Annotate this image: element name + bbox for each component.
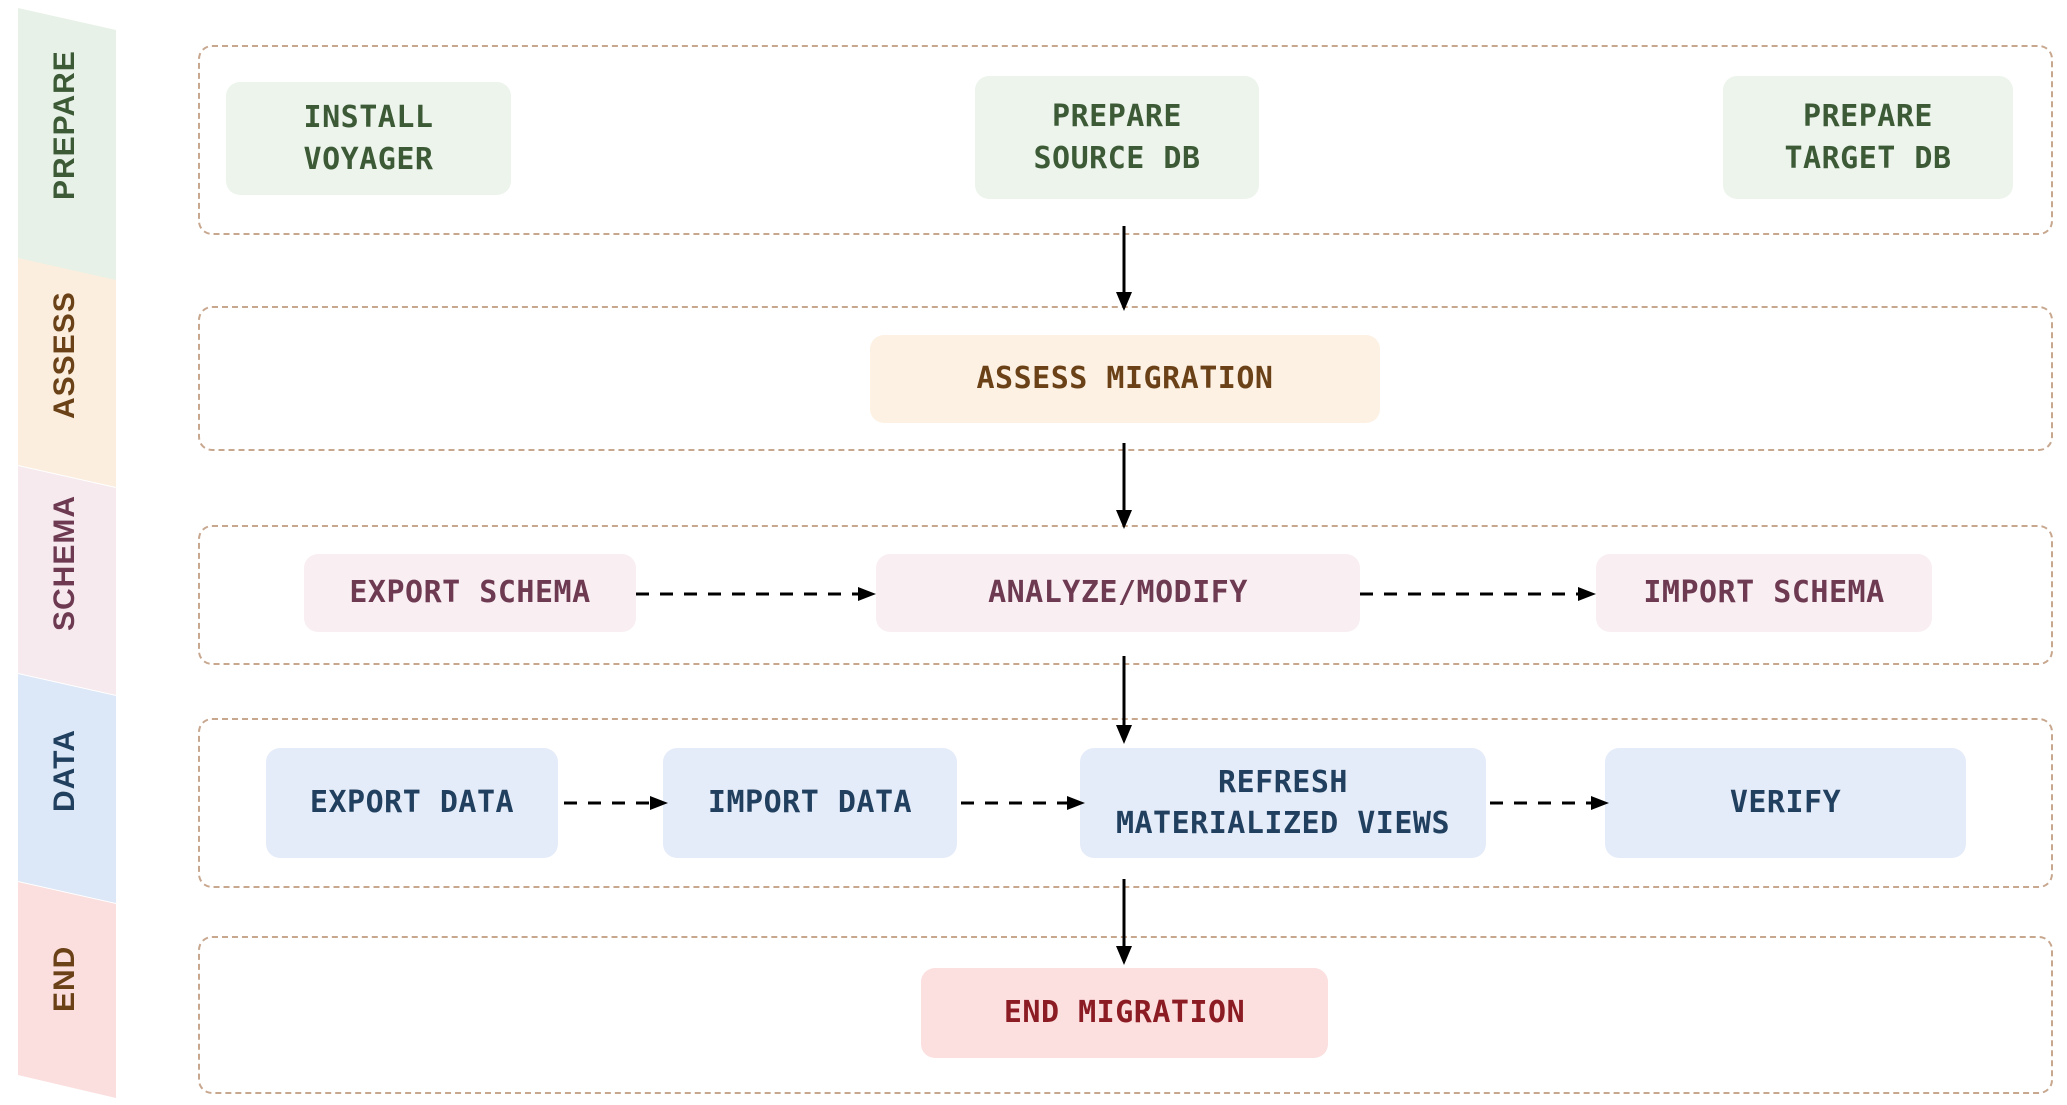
node-import-data[interactable]: IMPORT DATA — [663, 748, 957, 858]
node-export-schema[interactable]: EXPORT SCHEMA — [304, 554, 636, 632]
group-data — [198, 718, 2053, 888]
node-import-schema[interactable]: IMPORT SCHEMA — [1596, 554, 1932, 632]
edge-prepare-to-assess — [1106, 226, 1146, 314]
node-end-migration[interactable]: END MIGRATION — [921, 968, 1328, 1058]
node-install-voyager[interactable]: INSTALL VOYAGER — [226, 82, 511, 195]
node-export-data[interactable]: EXPORT DATA — [266, 748, 558, 858]
group-prepare — [198, 45, 2053, 235]
phase-band-prepare — [0, 0, 130, 282]
node-verify[interactable]: VERIFY — [1605, 748, 1966, 858]
node-prepare-source-db[interactable]: PREPARE SOURCE DB — [975, 76, 1259, 199]
node-assess-migration[interactable]: ASSESS MIGRATION — [870, 335, 1380, 423]
edge-assess-to-schema — [1106, 443, 1146, 533]
phase-band-data — [0, 666, 130, 903]
node-prepare-target-db[interactable]: PREPARE TARGET DB — [1723, 76, 2013, 199]
group-end — [198, 936, 2053, 1094]
node-refresh-materialized-views[interactable]: REFRESH MATERIALIZED VIEWS — [1080, 748, 1486, 858]
phase-band-assess — [0, 250, 130, 487]
phase-band-end — [0, 874, 130, 1099]
node-analyze-modify[interactable]: ANALYZE/MODIFY — [876, 554, 1360, 632]
phase-band-schema — [0, 458, 130, 695]
phase-ribbon: PREPARE ASSESS SCHEMA DATA END — [0, 0, 130, 1105]
